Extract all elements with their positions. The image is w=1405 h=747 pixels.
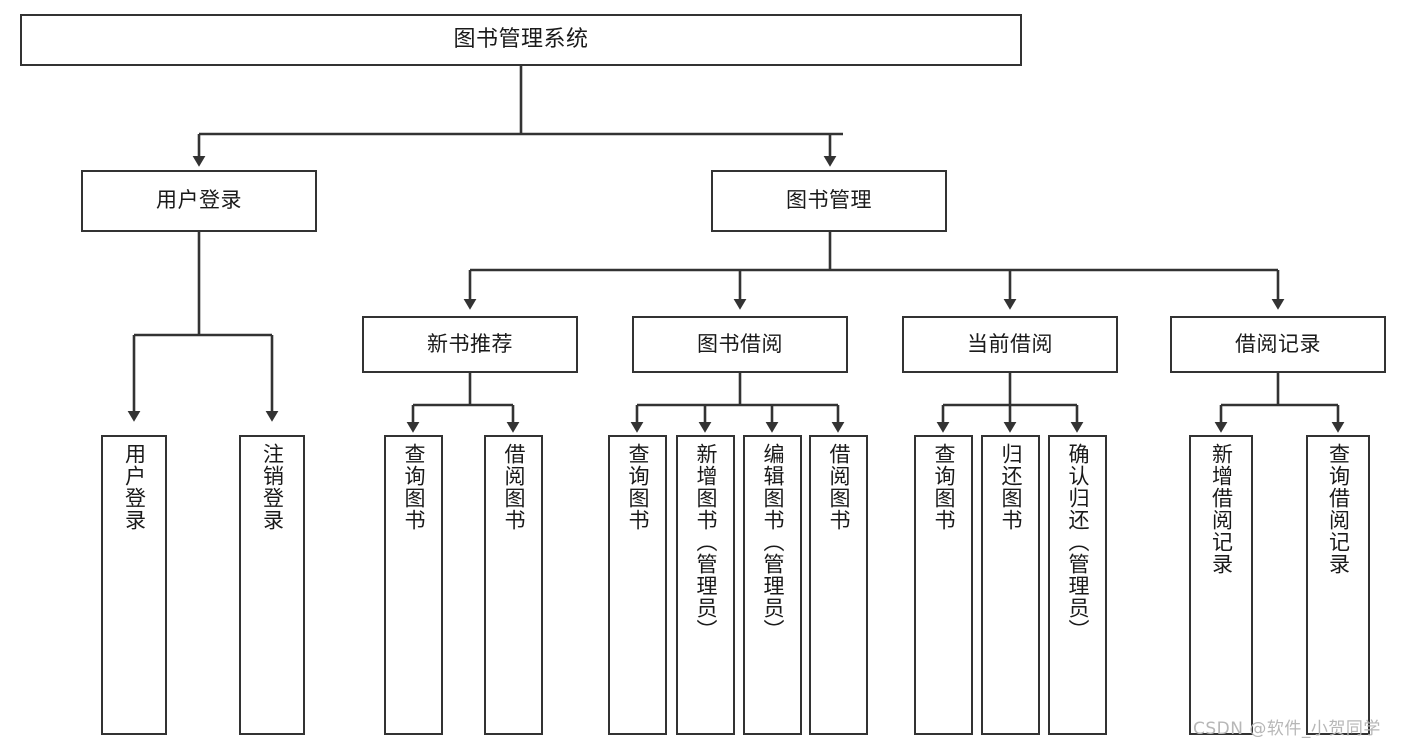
node-label: 借阅图书 — [826, 443, 851, 531]
node-label: 查询借阅记录 — [1326, 443, 1351, 575]
node-label: 查询图书 — [401, 443, 426, 531]
node-label: 新书推荐 — [427, 331, 513, 356]
node-leaf-user-logout[interactable]: 注销登录 — [239, 435, 305, 735]
node-leaf-query-record[interactable]: 查询借阅记录 — [1306, 435, 1370, 735]
node-label: 借阅图书 — [501, 443, 526, 531]
node-leaf-edit-book[interactable]: 编辑图书（管理员） — [743, 435, 802, 735]
node-leaf-add-record[interactable]: 新增借阅记录 — [1189, 435, 1253, 735]
node-label: 查询图书 — [625, 443, 650, 531]
watermark: CSDN @软件_小贺同学 — [1193, 719, 1381, 739]
node-label: 确认归还（管理员） — [1065, 443, 1090, 641]
node-new-book-recommend[interactable]: 新书推荐 — [362, 316, 578, 373]
node-label: 新增借阅记录 — [1209, 443, 1234, 575]
node-leaf-query-book-2[interactable]: 查询图书 — [608, 435, 667, 735]
node-label: 编辑图书（管理员） — [760, 443, 785, 641]
node-label: 新增图书（管理员） — [693, 443, 718, 641]
node-label: 用户登录 — [156, 188, 242, 213]
node-leaf-query-book-1[interactable]: 查询图书 — [384, 435, 443, 735]
node-label: 图书借阅 — [697, 331, 783, 356]
node-label: 借阅记录 — [1235, 331, 1321, 356]
node-borrow-record[interactable]: 借阅记录 — [1170, 316, 1386, 373]
node-label: 图书管理 — [786, 188, 872, 213]
node-label: 归还图书 — [998, 443, 1023, 531]
node-book-borrow[interactable]: 图书借阅 — [632, 316, 848, 373]
node-root-system[interactable]: 图书管理系统 — [20, 14, 1022, 66]
node-label: 当前借阅 — [967, 331, 1053, 356]
node-user-login[interactable]: 用户登录 — [81, 170, 317, 232]
node-label: 用户登录 — [122, 443, 147, 531]
node-leaf-borrow-book-1[interactable]: 借阅图书 — [484, 435, 543, 735]
node-leaf-user-login[interactable]: 用户登录 — [101, 435, 167, 735]
node-label: 注销登录 — [260, 443, 285, 531]
node-leaf-borrow-book-2[interactable]: 借阅图书 — [809, 435, 868, 735]
node-leaf-query-book-3[interactable]: 查询图书 — [914, 435, 973, 735]
node-current-borrow[interactable]: 当前借阅 — [902, 316, 1118, 373]
node-leaf-add-book[interactable]: 新增图书（管理员） — [676, 435, 735, 735]
node-leaf-confirm-return[interactable]: 确认归还（管理员） — [1048, 435, 1107, 735]
node-leaf-return-book[interactable]: 归还图书 — [981, 435, 1040, 735]
node-book-manage[interactable]: 图书管理 — [711, 170, 947, 232]
node-label: 查询图书 — [931, 443, 956, 531]
node-label: 图书管理系统 — [453, 26, 589, 52]
